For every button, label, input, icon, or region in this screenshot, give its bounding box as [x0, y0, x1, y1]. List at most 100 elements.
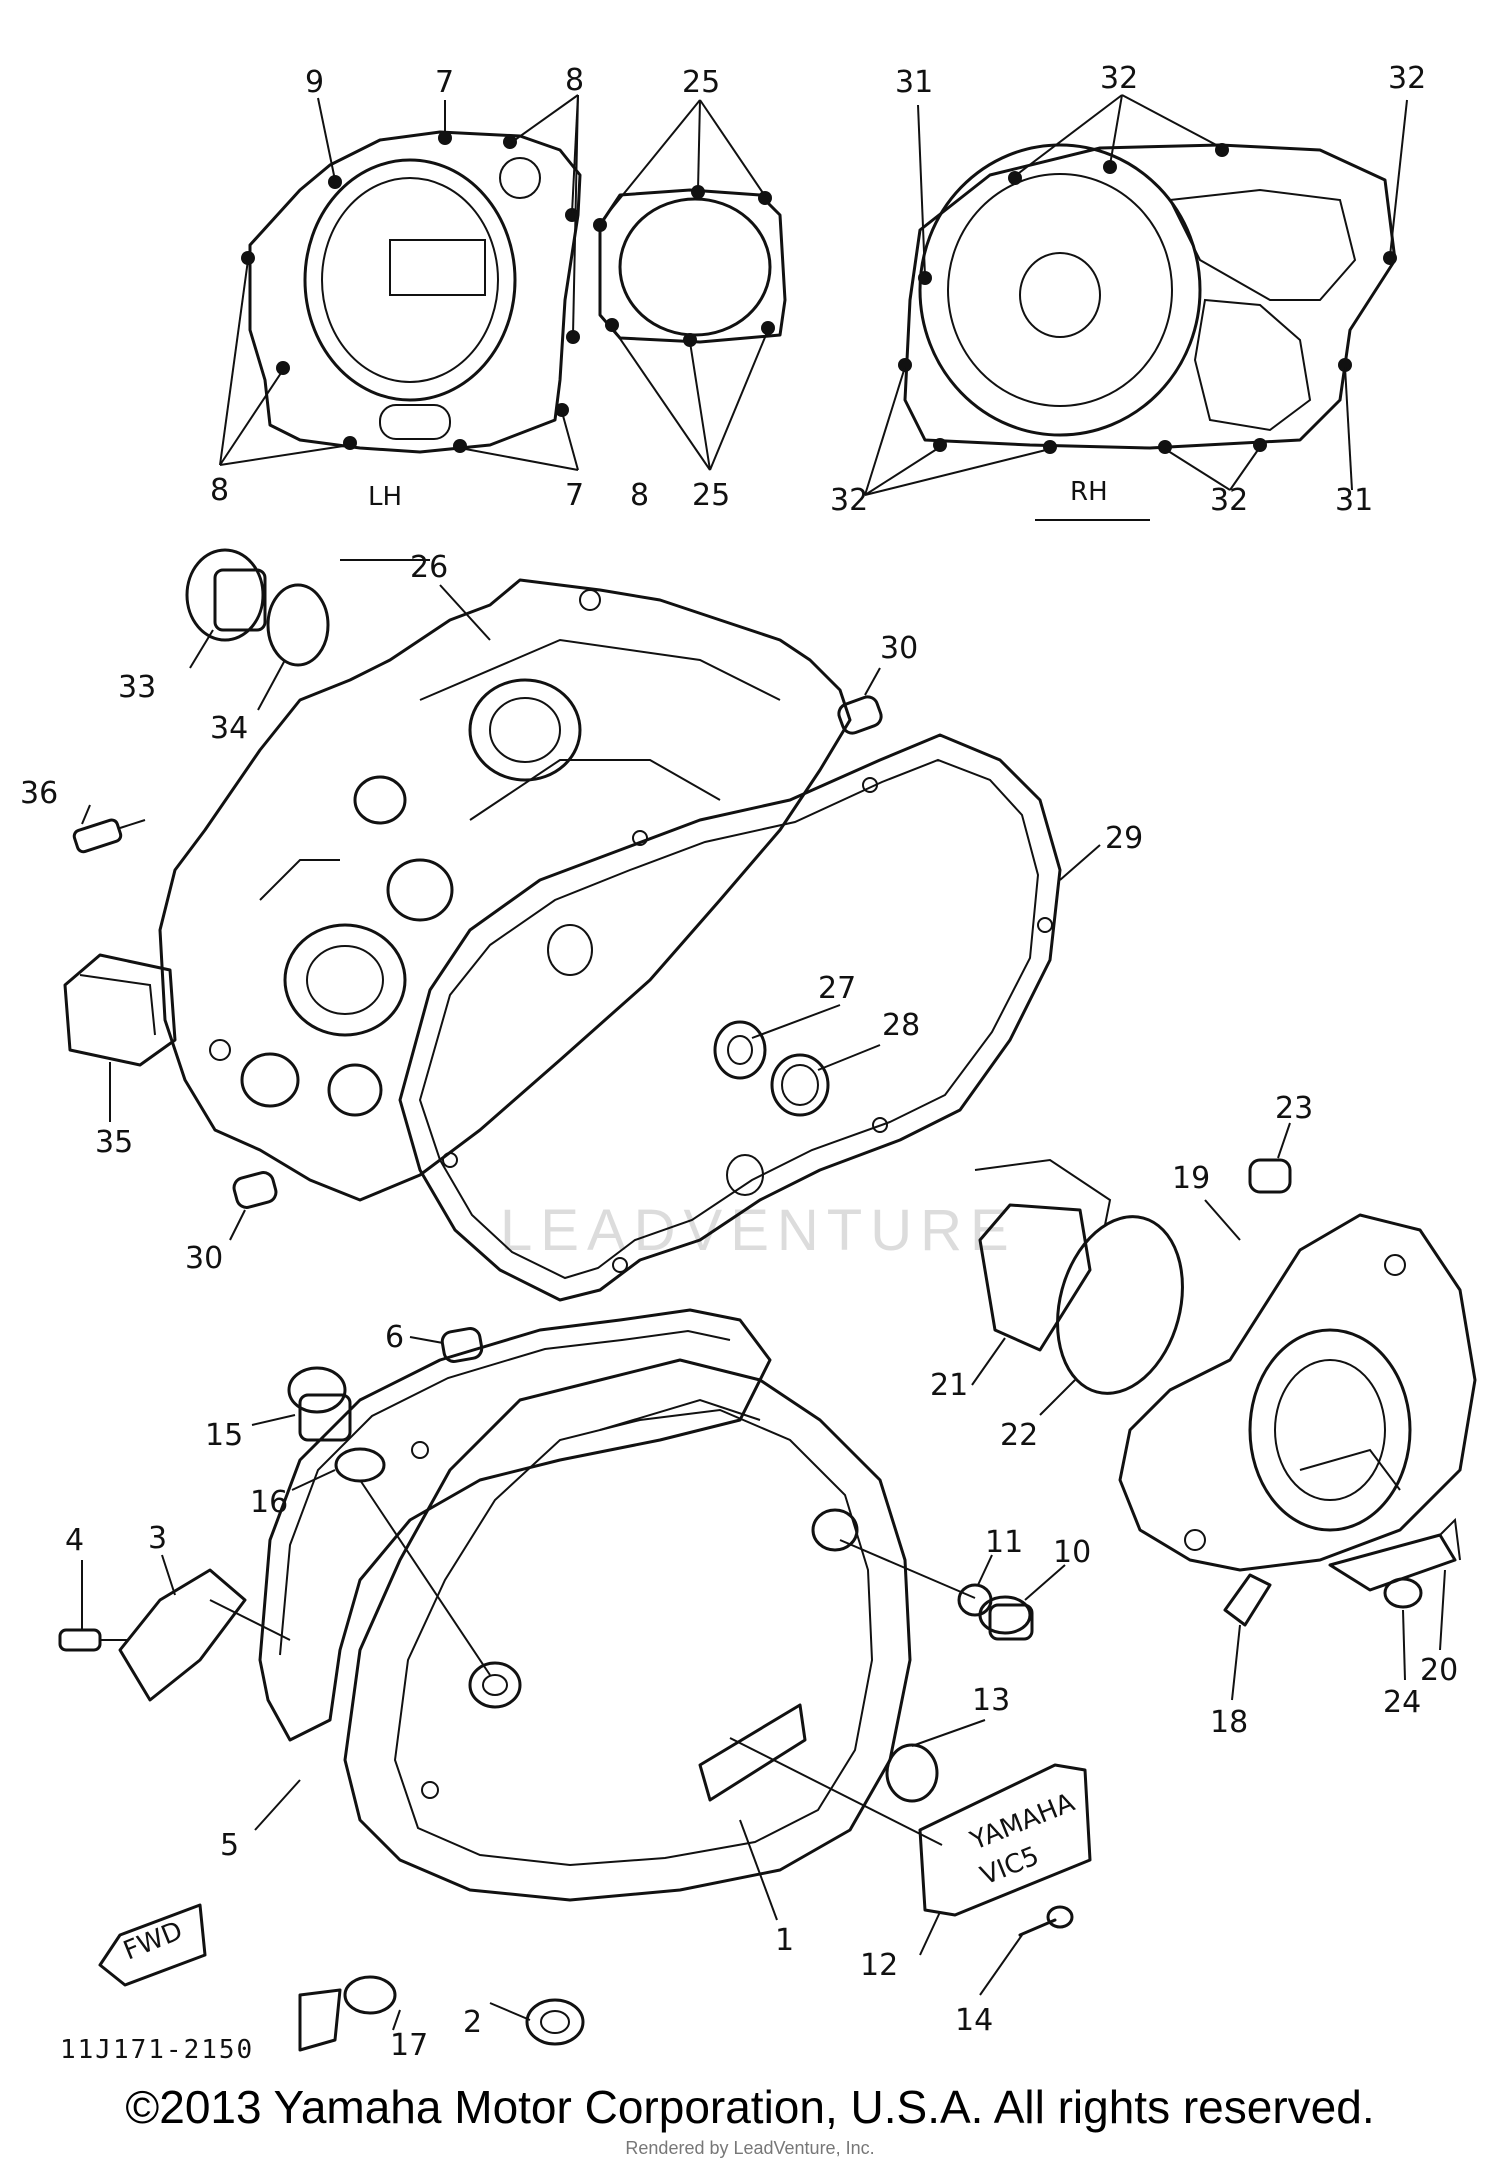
callout-36: 36	[20, 776, 58, 811]
bolt-dot	[453, 439, 467, 453]
callout-28: 28	[882, 1008, 920, 1043]
badge-plate-12: YAMAHA VIC5	[918, 1763, 1092, 1917]
callout-3: 3	[148, 1521, 167, 1556]
callout-2: 2	[463, 2005, 482, 2040]
callout-19: 19	[1172, 1161, 1210, 1196]
o-ring-34	[266, 583, 330, 667]
bracket-35	[63, 953, 177, 1067]
o-ring-16	[334, 1447, 386, 1483]
callout-22: 22	[1000, 1418, 1038, 1453]
bolt-dot	[566, 330, 580, 344]
bolt-dot	[328, 175, 342, 189]
callout-32: 32	[1100, 61, 1138, 96]
callout-6: 6	[385, 1320, 404, 1355]
plug-10	[978, 1595, 1034, 1641]
callout-12: 12	[860, 1948, 898, 1983]
callout-15: 15	[205, 1418, 243, 1453]
lh-gasket	[241, 130, 582, 454]
o-ring-22	[1056, 1215, 1184, 1395]
callout-1: 1	[775, 1923, 794, 1958]
plug-2	[525, 1998, 585, 2046]
bolt-dot	[276, 361, 290, 375]
o-ring-13	[885, 1743, 939, 1803]
bolt-dot	[1043, 440, 1057, 454]
callout-34: 34	[210, 711, 248, 746]
plug-15	[287, 1366, 352, 1442]
emblem-mount-plate	[698, 1703, 807, 1802]
callout-33: 33	[118, 670, 156, 705]
callout-31: 31	[1335, 483, 1373, 518]
bolt-dot	[555, 403, 569, 417]
collar-23	[1248, 1158, 1292, 1194]
callout-25: 25	[692, 478, 730, 513]
housing-19	[1118, 1213, 1477, 1572]
callout-30: 30	[880, 631, 918, 666]
callout-24: 24	[1383, 1685, 1421, 1720]
clip-18	[1223, 1573, 1272, 1627]
callout-16: 16	[250, 1485, 288, 1520]
lh-label: LH	[368, 482, 402, 512]
rh-leaders	[864, 94, 1408, 521]
watermark-text: LEADVENTURE	[500, 1198, 1017, 1263]
dowel-pin-30-top	[837, 695, 883, 735]
bolt-dot	[503, 135, 517, 149]
bolt-dot	[1383, 251, 1397, 265]
crankcase-cover	[158, 578, 852, 1202]
bolt-dot	[241, 251, 255, 265]
bolt-dot	[898, 358, 912, 372]
lever-3	[118, 1568, 291, 1702]
callout-numbers: 9 7 8 8 7 8 25 25 31 31 32 32 32 32 LH R…	[20, 61, 1458, 2065]
dowel-pin-6	[440, 1327, 484, 1363]
clutch-leaders	[81, 1336, 1066, 2031]
callout-7: 7	[435, 65, 454, 100]
screw-4	[58, 1628, 128, 1652]
callout-10: 10	[1053, 1535, 1091, 1570]
bolt-dot	[1103, 160, 1117, 174]
rendered-by-credit: Rendered by LeadVenture, Inc.	[625, 2138, 875, 2158]
bolt-dot	[758, 191, 772, 205]
bolt-dot	[918, 271, 932, 285]
callout-32: 32	[1388, 61, 1426, 96]
o-ring-11	[957, 1583, 993, 1617]
right-assembly-leaders	[971, 1122, 1446, 1701]
callout-30: 30	[185, 1241, 223, 1276]
callout-32: 32	[1210, 483, 1248, 518]
callout-23: 23	[1275, 1091, 1313, 1126]
diagram-part-code: 11J171-2150	[60, 2035, 254, 2065]
bolt-dot	[691, 185, 705, 199]
callout-8: 8	[630, 478, 649, 513]
callout-17: 17	[390, 2028, 428, 2063]
callout-25: 25	[682, 65, 720, 100]
bolt-dot	[343, 436, 357, 450]
o-ring-28	[770, 1053, 830, 1117]
callout-20: 20	[1420, 1653, 1458, 1688]
bolt-dot	[605, 318, 619, 332]
bolt-dot	[593, 218, 607, 232]
cover-21	[974, 1158, 1112, 1352]
callout-9: 9	[305, 65, 324, 100]
clutch-cover	[343, 1358, 912, 1902]
plug-33	[185, 548, 267, 642]
bolt-dot	[1338, 358, 1352, 372]
callout-21: 21	[930, 1368, 968, 1403]
callout-14: 14	[955, 2003, 993, 2038]
callout-29: 29	[1105, 821, 1143, 856]
bolt-dot	[438, 131, 452, 145]
dowel-pin-30-bottom	[232, 1171, 278, 1209]
callout-4: 4	[65, 1523, 84, 1558]
bolt-dot	[761, 321, 775, 335]
hose-clip-17	[298, 1975, 397, 2052]
cylinder-base-gasket	[593, 185, 787, 347]
callout-26: 26	[410, 550, 448, 585]
screw-14	[1018, 1905, 1074, 1937]
cylinder-leaders	[599, 99, 769, 471]
callout-8: 8	[210, 473, 229, 508]
rh-label: RH	[1070, 477, 1108, 507]
bolt-36	[72, 818, 146, 854]
washer-24	[1383, 1577, 1423, 1609]
lh-leaders	[219, 94, 579, 561]
callout-7: 7	[565, 478, 584, 513]
oil-seal-27	[713, 1020, 767, 1080]
callout-8: 8	[565, 63, 584, 98]
